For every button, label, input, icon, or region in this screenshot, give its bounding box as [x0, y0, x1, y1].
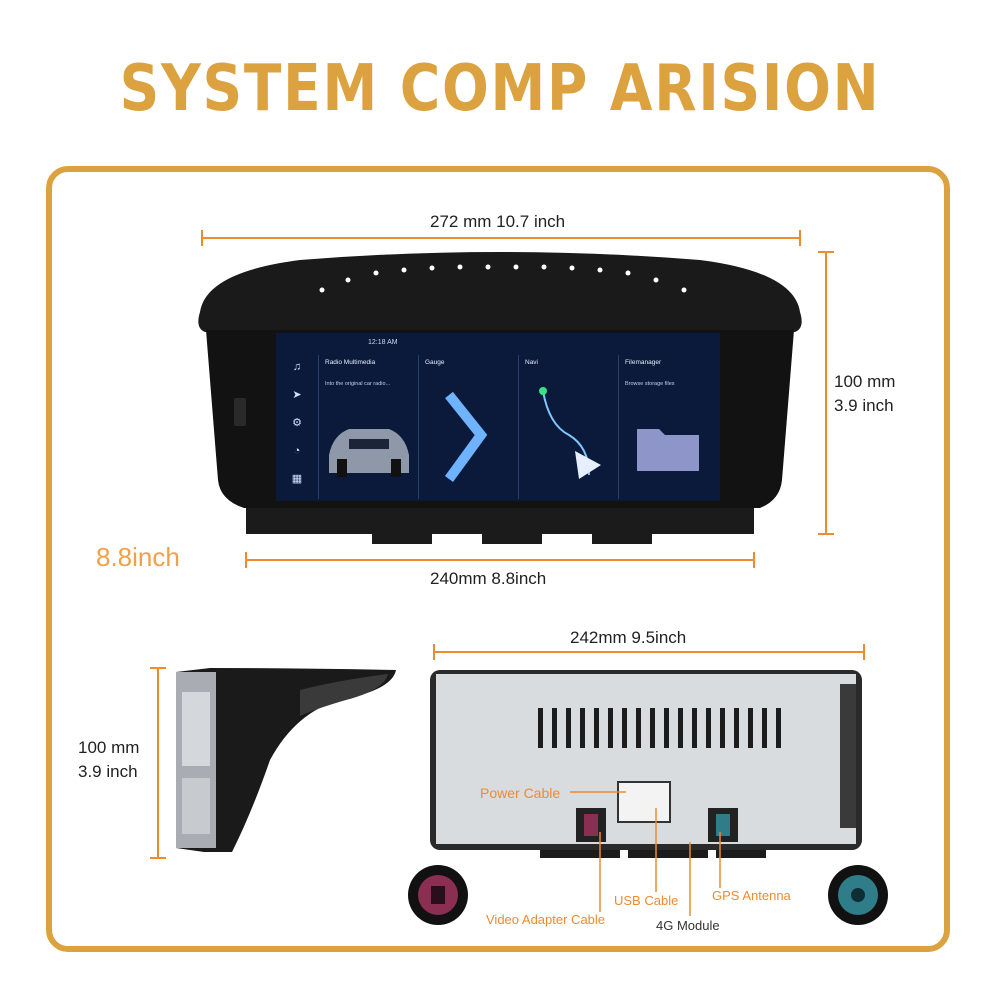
card-subtitle: Browse storage files [625, 381, 675, 387]
video-adapter-cable-label: Video Adapter Cable [486, 912, 606, 927]
height-mm-label: 100 mm [834, 372, 896, 391]
bottom-width-dimension-line [245, 552, 755, 568]
card-title: Gauge [425, 359, 445, 366]
power-cable-label: Power Cable [480, 785, 561, 801]
top-width-dimension-line [201, 230, 801, 246]
top-width-label: 272 mm 10.7 inch [430, 212, 566, 231]
rear-unit [430, 670, 862, 858]
screen-clock: 12:18 AM [368, 339, 398, 346]
height-dimension-line [818, 251, 834, 535]
card-title: Filemanager [625, 359, 662, 366]
side-height-dimension-line [150, 667, 166, 859]
side-height-inch-label: 3.9 inch [78, 762, 138, 781]
gps-connector-closeup [828, 865, 888, 925]
screen-status-bar: 12:18 AM [276, 333, 720, 353]
screen-sidebar: ♫ ➤ ⚙ ◔ ▦ [276, 353, 318, 501]
height-inch-label: 3.9 inch [834, 396, 894, 415]
rear-width-dimension-line [433, 644, 865, 660]
card-navi[interactable]: Navi [518, 355, 617, 499]
side-unit [176, 668, 396, 852]
screen-size-label: 8.8inch [96, 542, 180, 572]
card-subtitle: Into the original car radio... [325, 381, 391, 387]
rear-width-label: 242mm 9.5inch [570, 628, 687, 647]
map-pin-icon [539, 387, 601, 479]
gps-antenna-label: GPS Antenna [712, 888, 791, 903]
navigation-icon[interactable]: ➤ [292, 389, 302, 401]
page-title: SYSTEM COMP ARISION [119, 52, 881, 126]
card-gauge[interactable]: Gauge [418, 355, 517, 499]
card-radio-multimedia[interactable]: Radio Multimedia Into the original car r… [318, 355, 417, 499]
music-icon[interactable]: ♫ [292, 361, 302, 373]
head-unit-screen: 12:18 AM ♫ ➤ ⚙ ◔ ▦ Radio Multimedia Into… [276, 333, 720, 501]
usb-cable-label: USB Cable [614, 893, 679, 908]
gauge-icon[interactable]: ◔ [293, 445, 301, 457]
card-title: Navi [525, 359, 539, 366]
apps-icon[interactable]: ▦ [291, 473, 303, 485]
callout-leader-lines [570, 791, 721, 916]
folder-icon [637, 429, 699, 471]
gauge-graphic-icon [444, 391, 488, 482]
settings-icon[interactable]: ⚙ [292, 417, 302, 429]
card-title: Radio Multimedia [325, 359, 376, 366]
bottom-width-label: 240mm 8.8inch [430, 569, 547, 588]
card-filemanager[interactable]: Filemanager Browse storage files [618, 355, 717, 499]
car-icon [329, 429, 409, 477]
side-height-mm-label: 100 mm [78, 738, 140, 757]
4g-module-label: 4G Module [656, 918, 720, 933]
video-connector-closeup [408, 865, 468, 925]
